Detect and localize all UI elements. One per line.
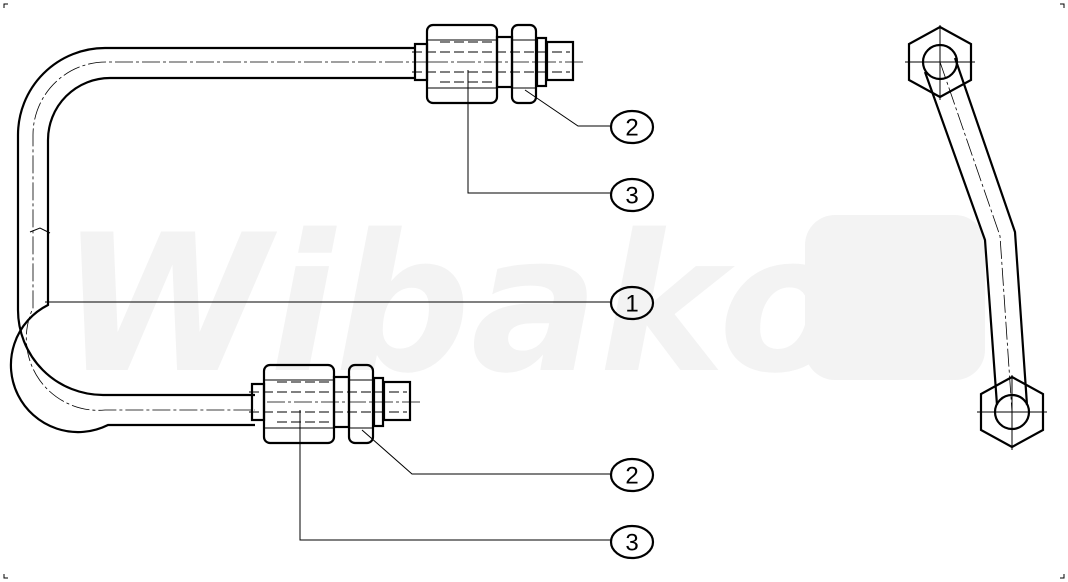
pipe-u-shape xyxy=(9,46,430,434)
leader-lines xyxy=(45,70,612,541)
watermark-logo xyxy=(805,215,985,380)
fitting-top xyxy=(412,23,585,105)
callout-3-bottom: 3 xyxy=(609,524,655,560)
pipe-side-view xyxy=(905,25,1047,450)
callout-3-top: 3 xyxy=(609,177,655,213)
callout-label: 3 xyxy=(625,530,638,557)
callout-label: 1 xyxy=(625,291,638,318)
callout-label: 2 xyxy=(625,463,638,490)
callout-1: 1 xyxy=(609,285,655,321)
callout-2-top: 2 xyxy=(609,109,655,145)
watermark: Wibako xyxy=(60,194,849,415)
callout-label: 2 xyxy=(625,115,638,142)
callout-2-bottom: 2 xyxy=(609,457,655,493)
corner-marks xyxy=(3,3,1065,579)
callout-label: 3 xyxy=(625,183,638,210)
